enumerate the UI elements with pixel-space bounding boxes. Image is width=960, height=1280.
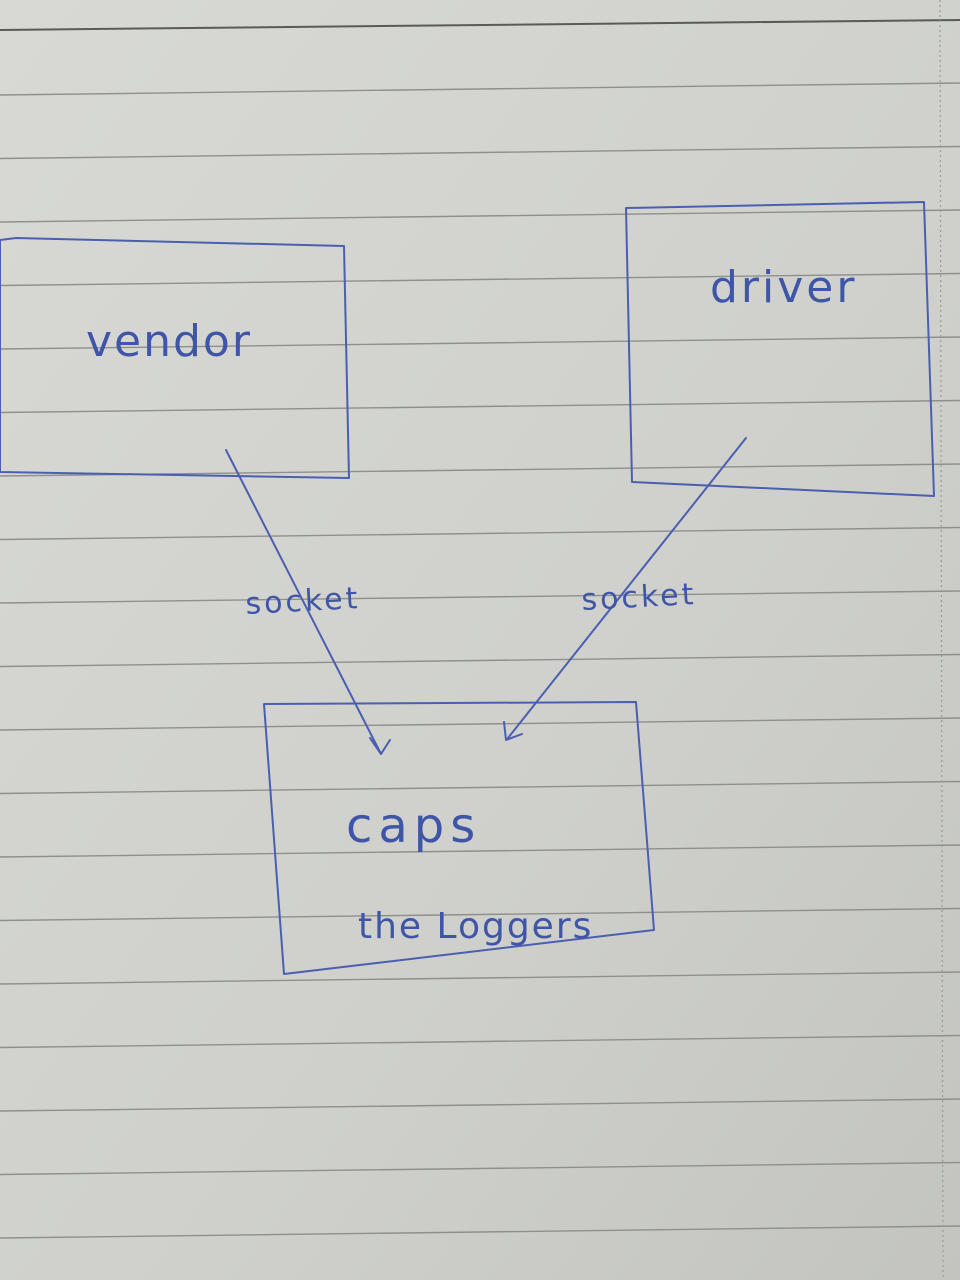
rule-line bbox=[0, 590, 960, 604]
rule-line bbox=[0, 653, 960, 668]
vendor-label: vendor bbox=[86, 316, 252, 367]
caps-label: caps bbox=[346, 798, 481, 854]
edge-driver-caps-label: socket bbox=[581, 577, 698, 618]
caps-sublabel: the Loggers bbox=[358, 906, 593, 947]
rule-line bbox=[0, 1161, 960, 1176]
top-rule-line bbox=[0, 19, 960, 31]
vendor-box bbox=[0, 237, 350, 479]
driver-box bbox=[625, 201, 935, 497]
caps-node: caps the Loggers bbox=[263, 701, 655, 975]
rule-line bbox=[0, 82, 960, 96]
vendor-node: vendor bbox=[0, 237, 350, 479]
rule-line bbox=[0, 336, 960, 350]
diagram: vendor driver caps the Loggers socket so… bbox=[0, 201, 935, 975]
rule-line bbox=[0, 1034, 960, 1049]
rule-line bbox=[0, 399, 960, 414]
driver-label: driver bbox=[710, 262, 857, 313]
edge-driver-caps-line bbox=[507, 437, 747, 739]
rule-line bbox=[0, 717, 960, 731]
ruled-lines bbox=[0, 19, 960, 1239]
rule-line bbox=[0, 209, 960, 223]
rule-line bbox=[0, 1225, 960, 1239]
rule-line bbox=[0, 145, 960, 160]
edge-vendor-caps-label: socket bbox=[245, 581, 362, 622]
rule-line bbox=[0, 780, 960, 795]
caps-box bbox=[263, 701, 655, 975]
edge-vendor-caps-line bbox=[225, 449, 381, 753]
margin-dotted-line bbox=[939, 0, 944, 1280]
rule-line bbox=[0, 971, 960, 985]
rule-line bbox=[0, 526, 960, 541]
rule-line bbox=[0, 1098, 960, 1112]
rule-line bbox=[0, 844, 960, 858]
edge-vendor-caps-arrowhead bbox=[369, 737, 391, 755]
edge-driver-caps: socket bbox=[503, 437, 747, 741]
edge-vendor-caps: socket bbox=[225, 449, 391, 755]
rule-line bbox=[0, 272, 960, 287]
driver-node: driver bbox=[625, 201, 935, 497]
rule-line bbox=[0, 907, 960, 922]
edge-driver-caps-arrowhead bbox=[503, 721, 523, 741]
